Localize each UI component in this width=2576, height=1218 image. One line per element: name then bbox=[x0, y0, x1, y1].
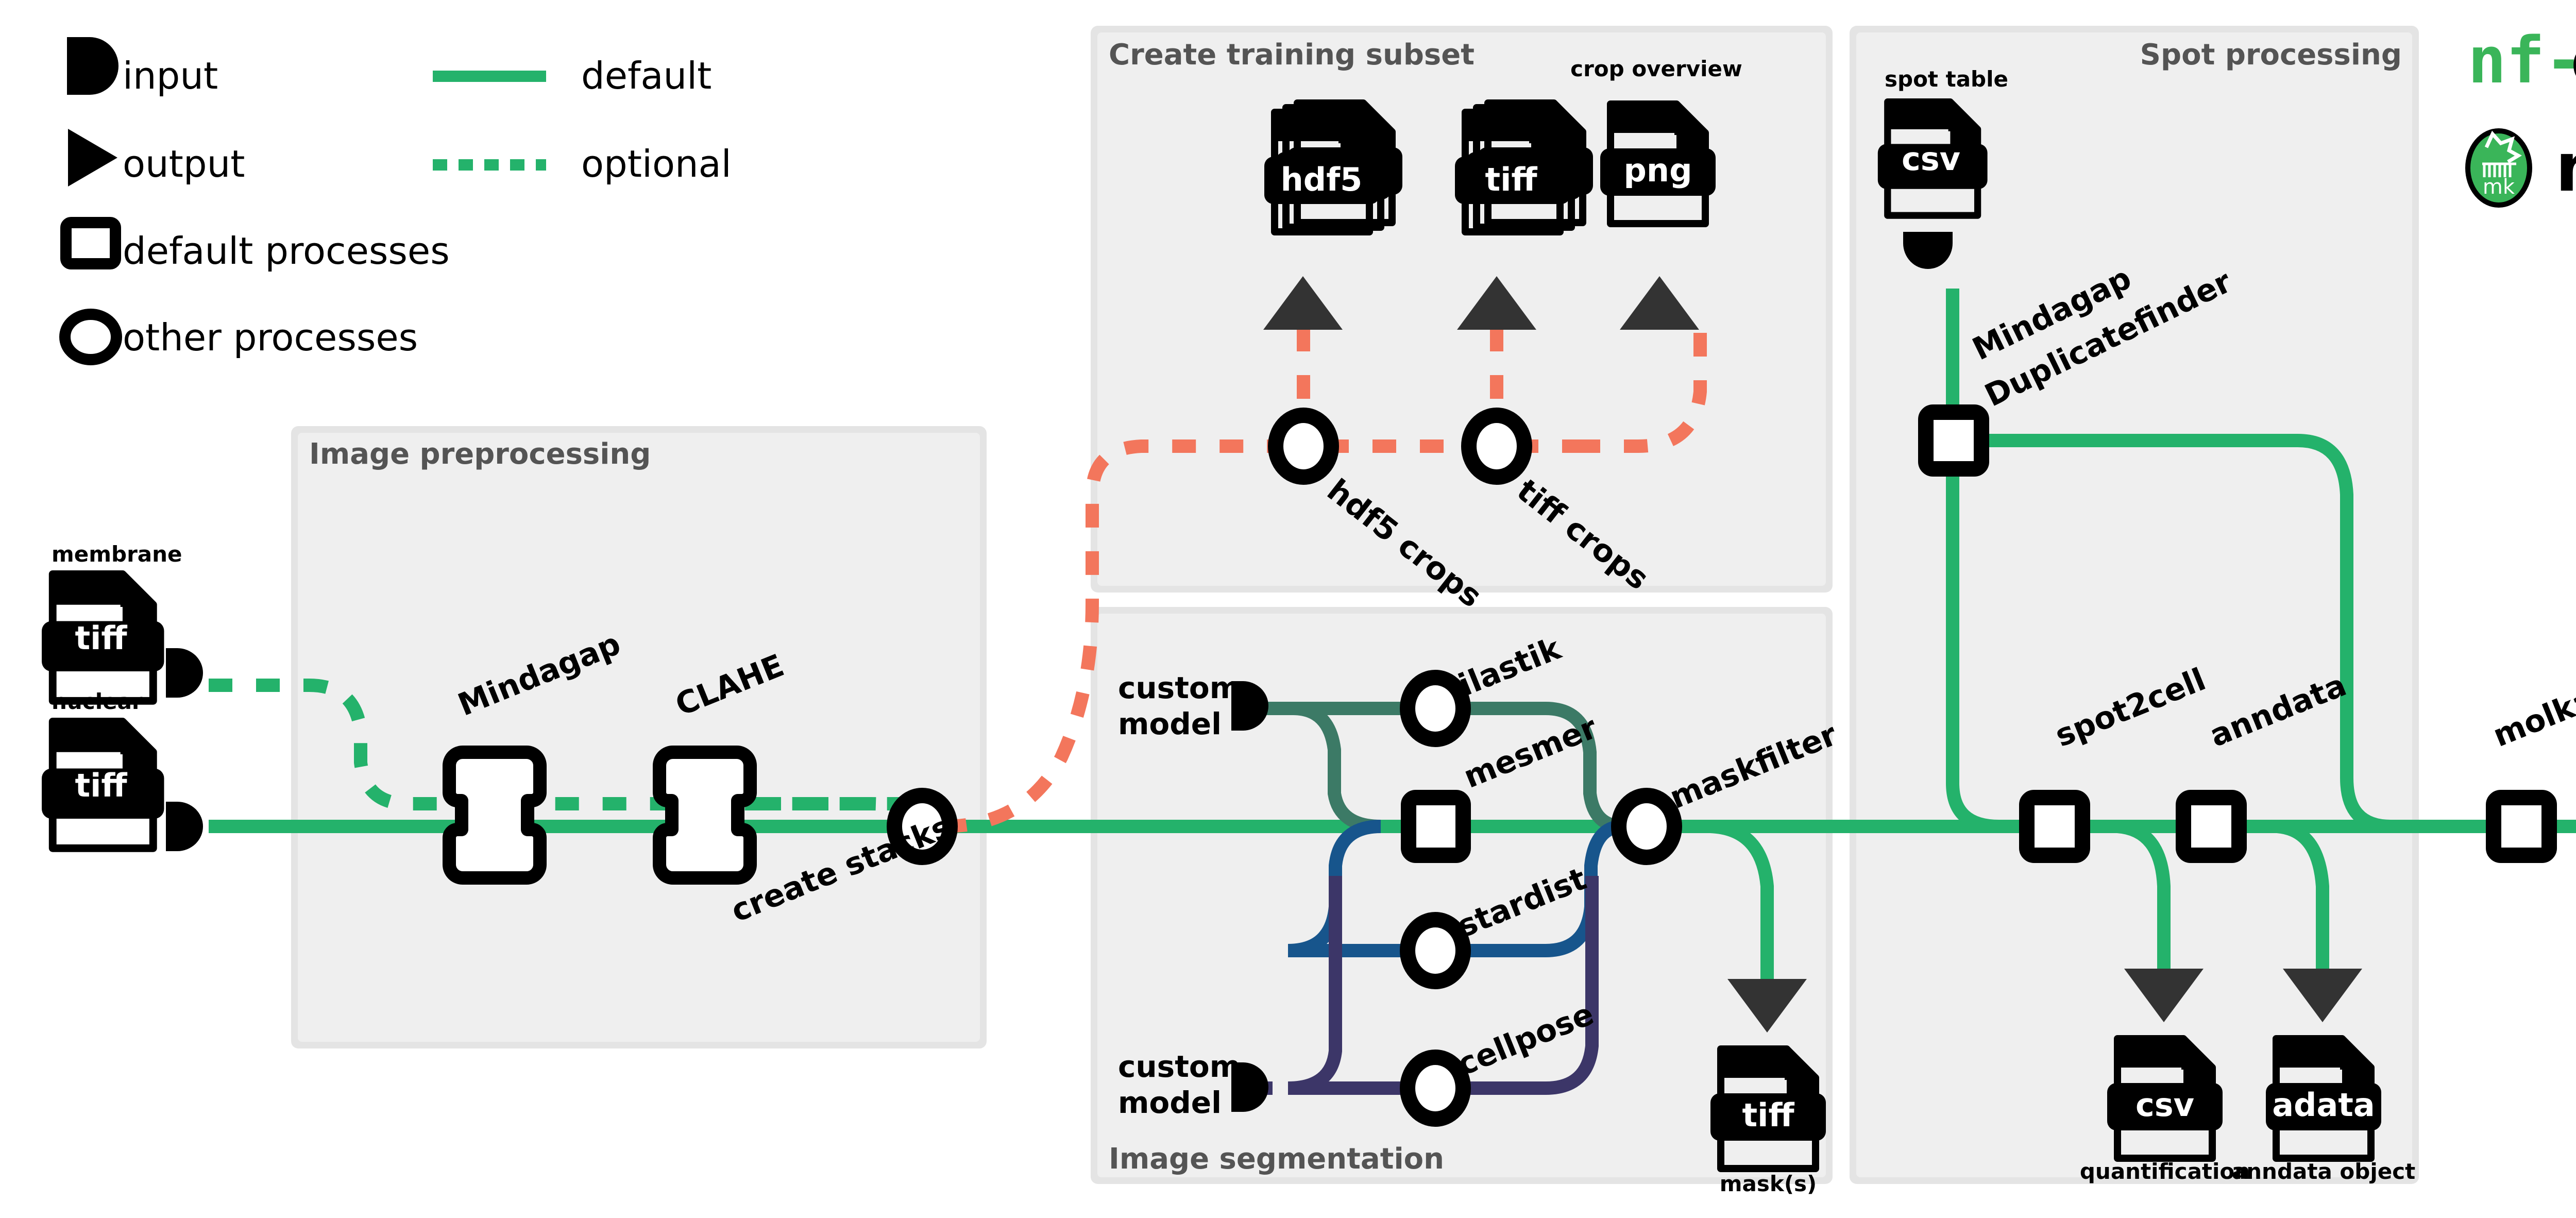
output-arrow-hdf5 bbox=[1263, 276, 1343, 330]
file-ext-masks: tiff bbox=[1742, 1096, 1794, 1134]
custom-model-label-1-line1: custom bbox=[1118, 670, 1241, 705]
output-hdf5-crops[interactable]: hdf5 bbox=[1263, 103, 1402, 330]
panel-title-create-training-subset: Create training subset bbox=[1109, 38, 1475, 72]
custom-model-label-1-line2: model bbox=[1118, 706, 1222, 741]
input-nuclear-tiff[interactable]: nuclear tiff bbox=[42, 689, 203, 851]
legend-output-triangle-icon bbox=[68, 129, 117, 187]
output-tiff-crops[interactable]: tiff bbox=[1455, 103, 1593, 330]
legend-label-default-line: default bbox=[581, 54, 711, 97]
input-spot-table-csv[interactable]: spot table csv bbox=[1878, 66, 2008, 269]
legend-label-input: input bbox=[123, 54, 218, 97]
file-caption-spot-table: spot table bbox=[1885, 66, 2008, 92]
input-membrane-tiff[interactable]: membrane tiff bbox=[42, 542, 203, 701]
edge-ilastik bbox=[1252, 702, 1623, 833]
input-connector-custom-model-2 bbox=[1231, 1062, 1268, 1112]
file-caption-anndata: anndata object bbox=[2232, 1159, 2415, 1184]
output-arrow-tiff-crops bbox=[1457, 276, 1536, 330]
panel-image-segmentation: Image segmentation bbox=[1091, 607, 1833, 1184]
legend-label-optional-line: optional bbox=[581, 142, 732, 185]
legend: input output default processes other pro… bbox=[59, 37, 732, 365]
custom-model-label-2-line1: custom bbox=[1118, 1049, 1241, 1084]
legend-label-output: output bbox=[123, 142, 245, 185]
file-ext-png: png bbox=[1624, 151, 1692, 189]
edge-membrane-optional bbox=[209, 679, 933, 810]
output-crop-overview-png[interactable]: crop overview png bbox=[1570, 56, 1742, 330]
file-ext-tiff-crops: tiff bbox=[1485, 161, 1537, 198]
panel-title-image-segmentation: Image segmentation bbox=[1109, 1142, 1444, 1176]
output-masks-tiff[interactable]: tiff mask(s) bbox=[1710, 979, 1826, 1196]
badge-mk-text: mk bbox=[2483, 175, 2515, 199]
output-arrow-anndata bbox=[2283, 969, 2362, 1022]
legend-label-default-processes: default processes bbox=[123, 229, 450, 273]
file-ext-quantification: csv bbox=[2136, 1086, 2194, 1124]
input-custom-model-cellpose[interactable]: custom model bbox=[1118, 1049, 1268, 1120]
logo-molkart-name: molkart bbox=[2555, 128, 2576, 207]
file-caption-masks: mask(s) bbox=[1720, 1171, 1817, 1196]
file-caption-nuclear: nuclear bbox=[52, 689, 143, 714]
output-quantification-csv[interactable]: csv quantification bbox=[2080, 969, 2250, 1184]
output-arrow-png bbox=[1620, 276, 1699, 330]
panel-title-spot-processing: Spot processing bbox=[2140, 38, 2402, 72]
file-ext-nuclear: tiff bbox=[75, 767, 127, 804]
file-caption-crop-overview: crop overview bbox=[1570, 56, 1742, 81]
nf-core-molkart-logo: nf- core/ mk molkart bbox=[2465, 24, 2576, 208]
legend-input-shape-icon bbox=[67, 37, 118, 95]
file-ext-hdf5: hdf5 bbox=[1281, 161, 1363, 198]
legend-circle-outline-icon bbox=[59, 309, 122, 365]
edge-spot-flow bbox=[1946, 289, 2391, 833]
output-anndata-object[interactable]: adata anndata object bbox=[2232, 969, 2415, 1184]
file-ext-spot-table: csv bbox=[1902, 140, 1960, 178]
file-ext-membrane: tiff bbox=[75, 619, 127, 657]
file-caption-quantification: quantification bbox=[2080, 1159, 2250, 1184]
legend-label-other-processes: other processes bbox=[123, 316, 418, 359]
legend-square-outline-icon bbox=[60, 217, 121, 269]
edge-spot2cell-to-quantification bbox=[2081, 820, 2171, 969]
input-connector-custom-model-1 bbox=[1231, 681, 1268, 731]
file-ext-anndata: adata bbox=[2272, 1086, 2375, 1124]
logo-nf-prefix: nf- bbox=[2468, 24, 2576, 98]
panel-create-training-subset: Create training subset bbox=[1091, 26, 1833, 593]
output-arrow-masks bbox=[1727, 979, 1807, 1033]
panel-spot-processing: Spot processing bbox=[1850, 26, 2419, 1184]
input-connector-nuclear bbox=[166, 802, 203, 851]
input-custom-model-ilastik[interactable]: custom model bbox=[1118, 670, 1268, 741]
custom-model-label-2-line2: model bbox=[1118, 1085, 1222, 1120]
edge-anndata-to-object bbox=[2239, 820, 2329, 969]
panel-title-image-preprocessing: Image preprocessing bbox=[309, 437, 651, 471]
output-arrow-quantification bbox=[2124, 969, 2204, 1022]
file-caption-membrane: membrane bbox=[52, 542, 182, 567]
panel-image-preprocessing: Image preprocessing bbox=[291, 426, 987, 1048]
process-label-molkartqc: molkartqc bbox=[2488, 655, 2576, 754]
edge-maskfilter-to-masks bbox=[1669, 820, 1774, 979]
logo-core-suffix: core/ bbox=[2568, 24, 2576, 98]
input-connector-spot-table bbox=[1903, 232, 1953, 269]
input-connector-membrane bbox=[166, 648, 203, 698]
molkart-badge-icon: mk bbox=[2465, 128, 2532, 208]
